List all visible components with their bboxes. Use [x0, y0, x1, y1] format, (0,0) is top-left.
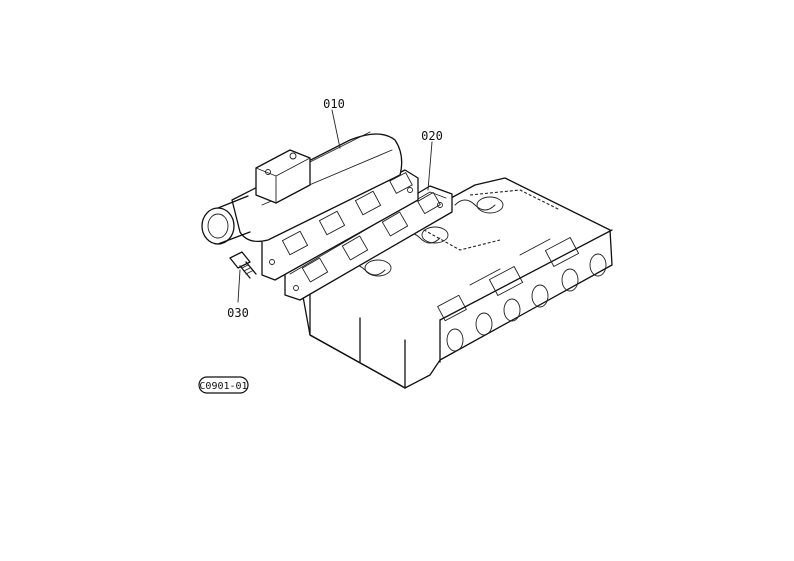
gasket-020: [284, 185, 453, 301]
callout-030: 030: [227, 306, 249, 320]
bolt-030: [229, 251, 257, 279]
callout-020: 020: [421, 129, 443, 143]
callout-010: 010: [323, 97, 345, 111]
manifold-010: [201, 131, 419, 281]
figure-code-badge: C0901-01: [198, 376, 249, 394]
leader-010: [331, 109, 341, 149]
leader-030: [237, 269, 241, 303]
cylinder-head: [299, 177, 613, 389]
figure-code: C0901-01: [199, 381, 247, 392]
leader-020: [427, 141, 433, 191]
